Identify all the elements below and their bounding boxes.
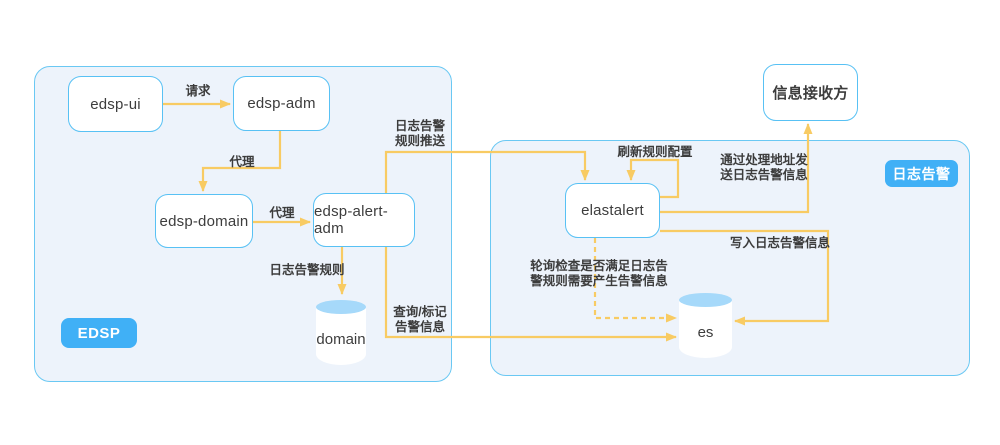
edge-label-refresh-rules: 刷新规则配置 [617,145,693,159]
node-es-db: es [679,293,732,358]
edge-label-request: 请求 [185,84,211,98]
domain-cylinder-top [316,300,366,314]
node-edsp-alert-adm: edsp-alert-adm [313,193,415,247]
domain-db-label: domain [316,331,366,348]
es-cylinder-top [679,293,732,307]
log-alert-badge: 日志告警 [885,160,958,187]
node-edsp-adm: edsp-adm [233,76,330,131]
edge-label-log-alert-rule: 日志告警规则 [269,263,345,277]
edge-label-proxy-domain: 代理 [269,206,295,220]
es-cylinder-body [679,300,732,358]
node-edsp-domain: edsp-domain [155,194,253,248]
node-elastalert: elastalert [565,183,660,238]
edge-label-send-via-handler: 通过处理地址发 送日志告警信息 [720,153,808,182]
node-receiver: 信息接收方 [763,64,858,121]
edsp-badge: EDSP [61,318,137,348]
edge-label-write-alert: 写入日志告警信息 [729,236,830,250]
node-domain-db: domain [316,300,366,365]
edge-label-rule-push: 日志告警 规则推送 [394,119,445,148]
domain-cylinder-body [316,307,366,365]
node-edsp-ui: edsp-ui [68,76,163,132]
edge-label-query-mark: 查询/标记 告警信息 [393,305,447,334]
es-db-label: es [697,324,714,341]
edge-label-proxy-adm: 代理 [229,155,255,169]
edge-label-poll-check: 轮询检查是否满足日志告 警规则需要产生告警信息 [530,259,668,288]
